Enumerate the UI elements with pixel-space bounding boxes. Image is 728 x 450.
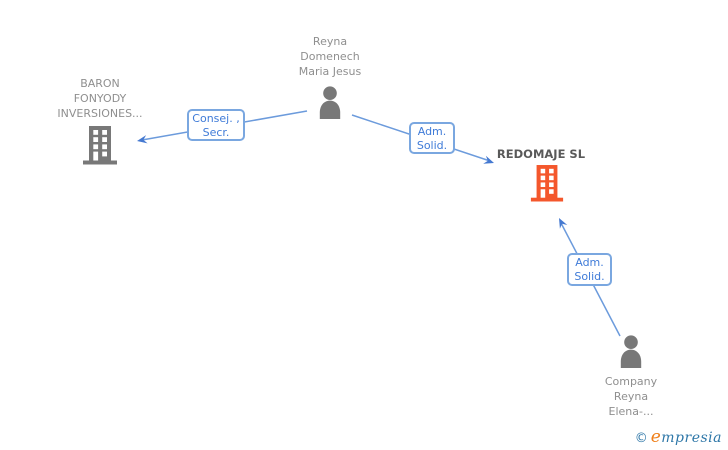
edge-label-line: Solid. <box>574 270 605 283</box>
label-line: Domenech <box>300 50 360 63</box>
building-icon-highlighted <box>530 165 564 202</box>
node-person-top-label: Reyna Domenech Maria Jesus <box>260 34 400 79</box>
label-line: Maria Jesus <box>298 65 362 78</box>
edge-label-line: Adm. <box>575 256 604 269</box>
edge-label-line: Solid. <box>416 139 448 152</box>
edge-label-adm-solid-top: Adm. Solid. <box>409 122 455 154</box>
empresia-watermark: © empresia <box>635 427 722 447</box>
edge-label-consej-secr: Consej. , Secr. <box>187 109 245 141</box>
label-line: FONYODY <box>73 92 127 105</box>
label-line: Elena-... <box>608 405 654 418</box>
label-line: Company <box>604 375 658 388</box>
edge-label-adm-solid-bottom: Adm. Solid. <box>567 253 612 286</box>
edge-label-line: Secr. <box>202 126 230 139</box>
label-line: Reyna <box>312 35 348 48</box>
node-company-main[interactable]: REDOMAJE SL <box>476 147 606 203</box>
node-person-bottom-label: Company Reyna Elena-... <box>561 374 701 419</box>
node-company-main-label: REDOMAJE SL <box>496 147 586 161</box>
node-company-left-label: BARON FONYODY INVERSIONES... <box>25 76 175 121</box>
logo-initial: e <box>650 427 662 447</box>
node-person-top[interactable]: Reyna Domenech Maria Jesus <box>260 34 400 120</box>
person-icon <box>620 335 642 368</box>
arrowhead-main-company-top <box>483 155 494 164</box>
arrowhead-main-company-bottom <box>559 218 568 229</box>
edge-label-line: Adm. <box>417 125 447 138</box>
node-person-bottom[interactable]: Company Reyna Elena-... <box>561 335 701 425</box>
edge-label-line: Consej. , <box>192 112 240 125</box>
building-icon <box>83 126 117 165</box>
label-line: INVERSIONES... <box>57 107 143 120</box>
empresia-logo: empresia <box>651 427 722 447</box>
label-line: Reyna <box>613 390 649 403</box>
node-company-left[interactable]: BARON FONYODY INVERSIONES... <box>25 76 175 168</box>
label-line: BARON <box>80 77 120 90</box>
copyright-icon: © <box>634 431 648 446</box>
logo-rest: mpresia <box>661 430 722 446</box>
person-icon <box>319 86 341 119</box>
arrowhead-left-company <box>137 135 148 144</box>
